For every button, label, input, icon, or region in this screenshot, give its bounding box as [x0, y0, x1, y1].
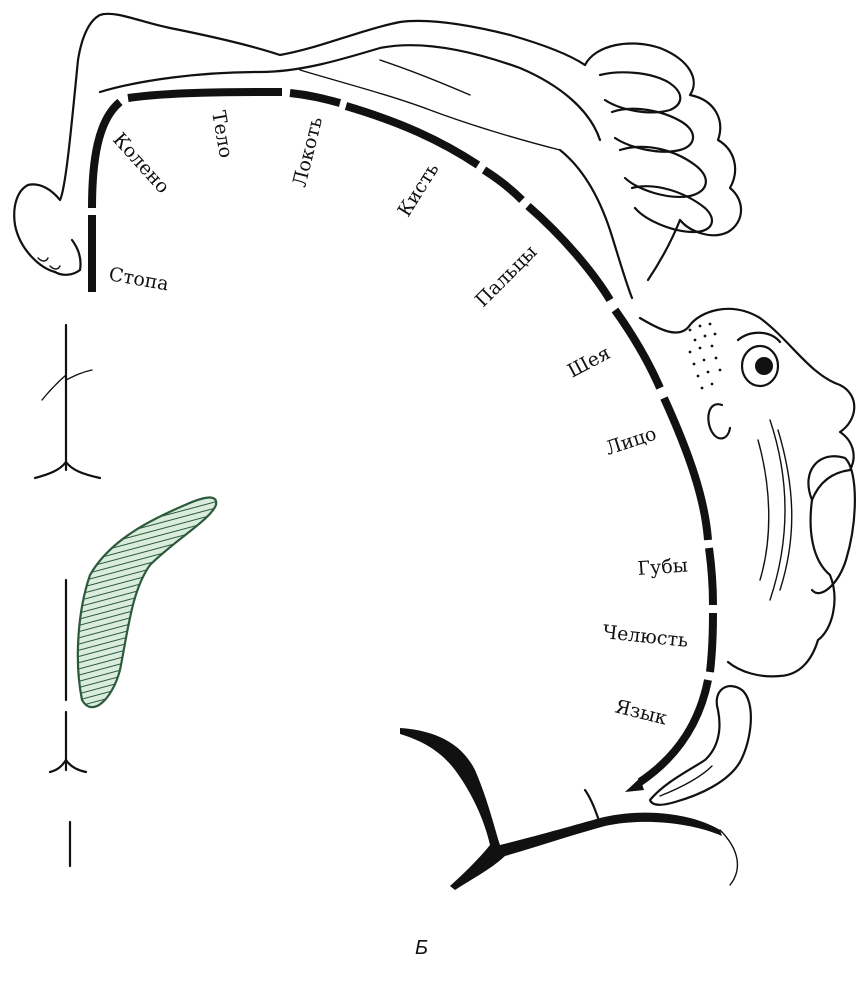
label-face: Лицо: [603, 423, 659, 460]
strip-labels: Стопа Колено Тело Локоть Кисть Пальцы Ше…: [107, 109, 689, 730]
strip-segment-wrist2: [484, 170, 522, 200]
label-tongue: Язык: [613, 696, 670, 730]
label-jaw: Челюсть: [601, 621, 689, 652]
strip-segment-neck: [615, 310, 660, 388]
label-knee: Колено: [108, 129, 174, 198]
label-lips: Губы: [637, 555, 689, 580]
label-wrist: Кисть: [394, 159, 444, 221]
strip-segment-face: [664, 398, 708, 540]
bottom-branching-sulcus: [400, 728, 737, 890]
label-elbow: Локоть: [289, 115, 328, 190]
strip-segment-fingers: [528, 206, 610, 300]
strip-segment-tongue: [640, 680, 708, 782]
strip-segment-wrist: [346, 106, 478, 165]
hair-stipple: [689, 323, 722, 390]
label-fingers: Пальцы: [471, 241, 541, 311]
strip-segment-elbow: [290, 93, 340, 103]
label-body: Тело: [207, 109, 237, 160]
strip-segment-knee: [92, 102, 120, 208]
label-neck: Шея: [564, 342, 614, 383]
strip-segment-jaw: [710, 613, 713, 672]
figure-caption: Б: [415, 937, 428, 959]
strip-segment-body: [128, 92, 282, 98]
label-foot: Стопа: [107, 263, 170, 295]
hatched-lesion-area: [78, 497, 216, 707]
strip-segment-lips: [709, 548, 713, 605]
